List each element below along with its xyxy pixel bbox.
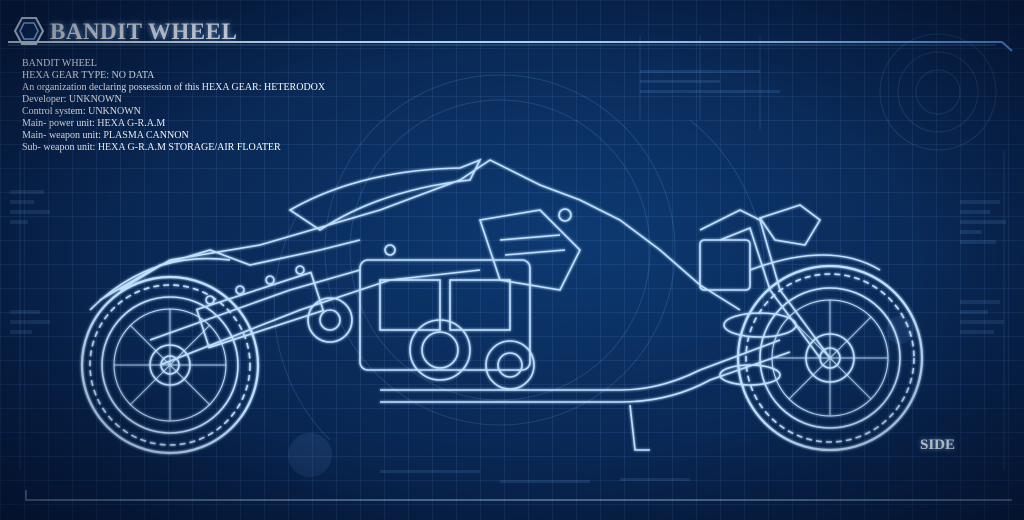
spec-developer: Developer: UNKNOWN [22, 94, 122, 105]
spec-main-power: Main- power unit: HEXA G-R.A.M [22, 118, 166, 129]
spec-organization: An organization declaring possession of … [22, 82, 326, 93]
motorcycle-blueprint [80, 158, 924, 455]
spec-name: BANDIT WHEEL [22, 58, 97, 69]
title-underline [8, 41, 1013, 52]
spec-control-system: Control system: UNKNOWN [22, 106, 141, 117]
view-label: SIDE [920, 437, 956, 453]
bottom-frame-line [25, 490, 1012, 501]
spec-type: HEXA GEAR TYPE: NO DATA [22, 70, 155, 81]
